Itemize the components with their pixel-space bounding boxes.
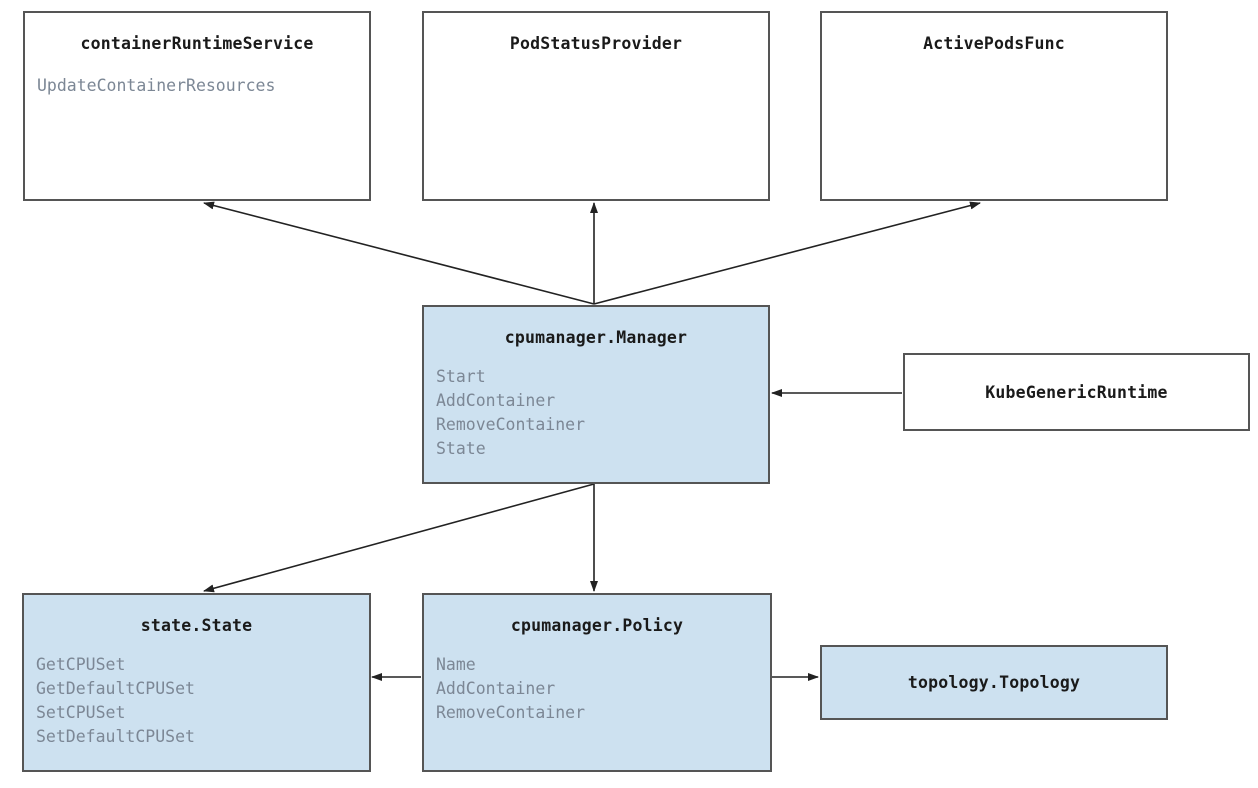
node-title: cpumanager.Policy — [510, 616, 684, 635]
node-methods — [424, 53, 768, 74]
method-item: SetDefaultCPUSet — [36, 727, 195, 746]
node-methods: UpdateContainerResources — [25, 53, 369, 98]
node-kube-generic-runtime[interactable]: KubeGenericRuntime — [903, 353, 1250, 431]
method-item: GetDefaultCPUSet — [36, 679, 195, 698]
method-item: Name — [436, 655, 476, 674]
method-item: GetCPUSet — [36, 655, 126, 674]
node-methods: Name AddContainer RemoveContainer — [424, 635, 770, 725]
node-title: cpumanager.Manager — [504, 328, 688, 347]
node-methods: Start AddContainer RemoveContainer State — [424, 347, 768, 461]
node-container-runtime-service[interactable]: containerRuntimeService UpdateContainerR… — [23, 11, 371, 201]
node-title: containerRuntimeService — [80, 34, 314, 53]
node-methods: GetCPUSet GetDefaultCPUSet SetCPUSet Set… — [24, 635, 369, 749]
node-title: topology.Topology — [907, 673, 1081, 692]
node-cpumanager-policy[interactable]: cpumanager.Policy Name AddContainer Remo… — [422, 593, 772, 772]
node-active-pods-func[interactable]: ActivePodsFunc — [820, 11, 1168, 201]
node-topology-topology[interactable]: topology.Topology — [820, 645, 1168, 720]
node-title: state.State — [140, 616, 253, 635]
method-item: State — [436, 439, 486, 458]
method-item: RemoveContainer — [436, 703, 586, 722]
method-item: AddContainer — [436, 391, 556, 410]
method-item: RemoveContainer — [436, 415, 586, 434]
edge-manager-to-containerruntimeservice — [203, 201, 595, 305]
node-state-state[interactable]: state.State GetCPUSet GetDefaultCPUSet S… — [22, 593, 371, 772]
method-item: Start — [436, 367, 486, 386]
edge-manager-to-activepodsfunc — [593, 201, 981, 305]
node-title: ActivePodsFunc — [923, 34, 1065, 53]
edge-manager-to-statestate — [203, 483, 595, 593]
method-item: SetCPUSet — [36, 703, 126, 722]
method-item: UpdateContainerResources — [37, 76, 276, 95]
node-title: KubeGenericRuntime — [985, 382, 1168, 402]
method-item: AddContainer — [436, 679, 556, 698]
node-pod-status-provider[interactable]: PodStatusProvider — [422, 11, 770, 201]
node-cpumanager-manager[interactable]: cpumanager.Manager Start AddContainer Re… — [422, 305, 770, 484]
node-methods — [822, 53, 1166, 74]
node-title: PodStatusProvider — [509, 34, 683, 53]
